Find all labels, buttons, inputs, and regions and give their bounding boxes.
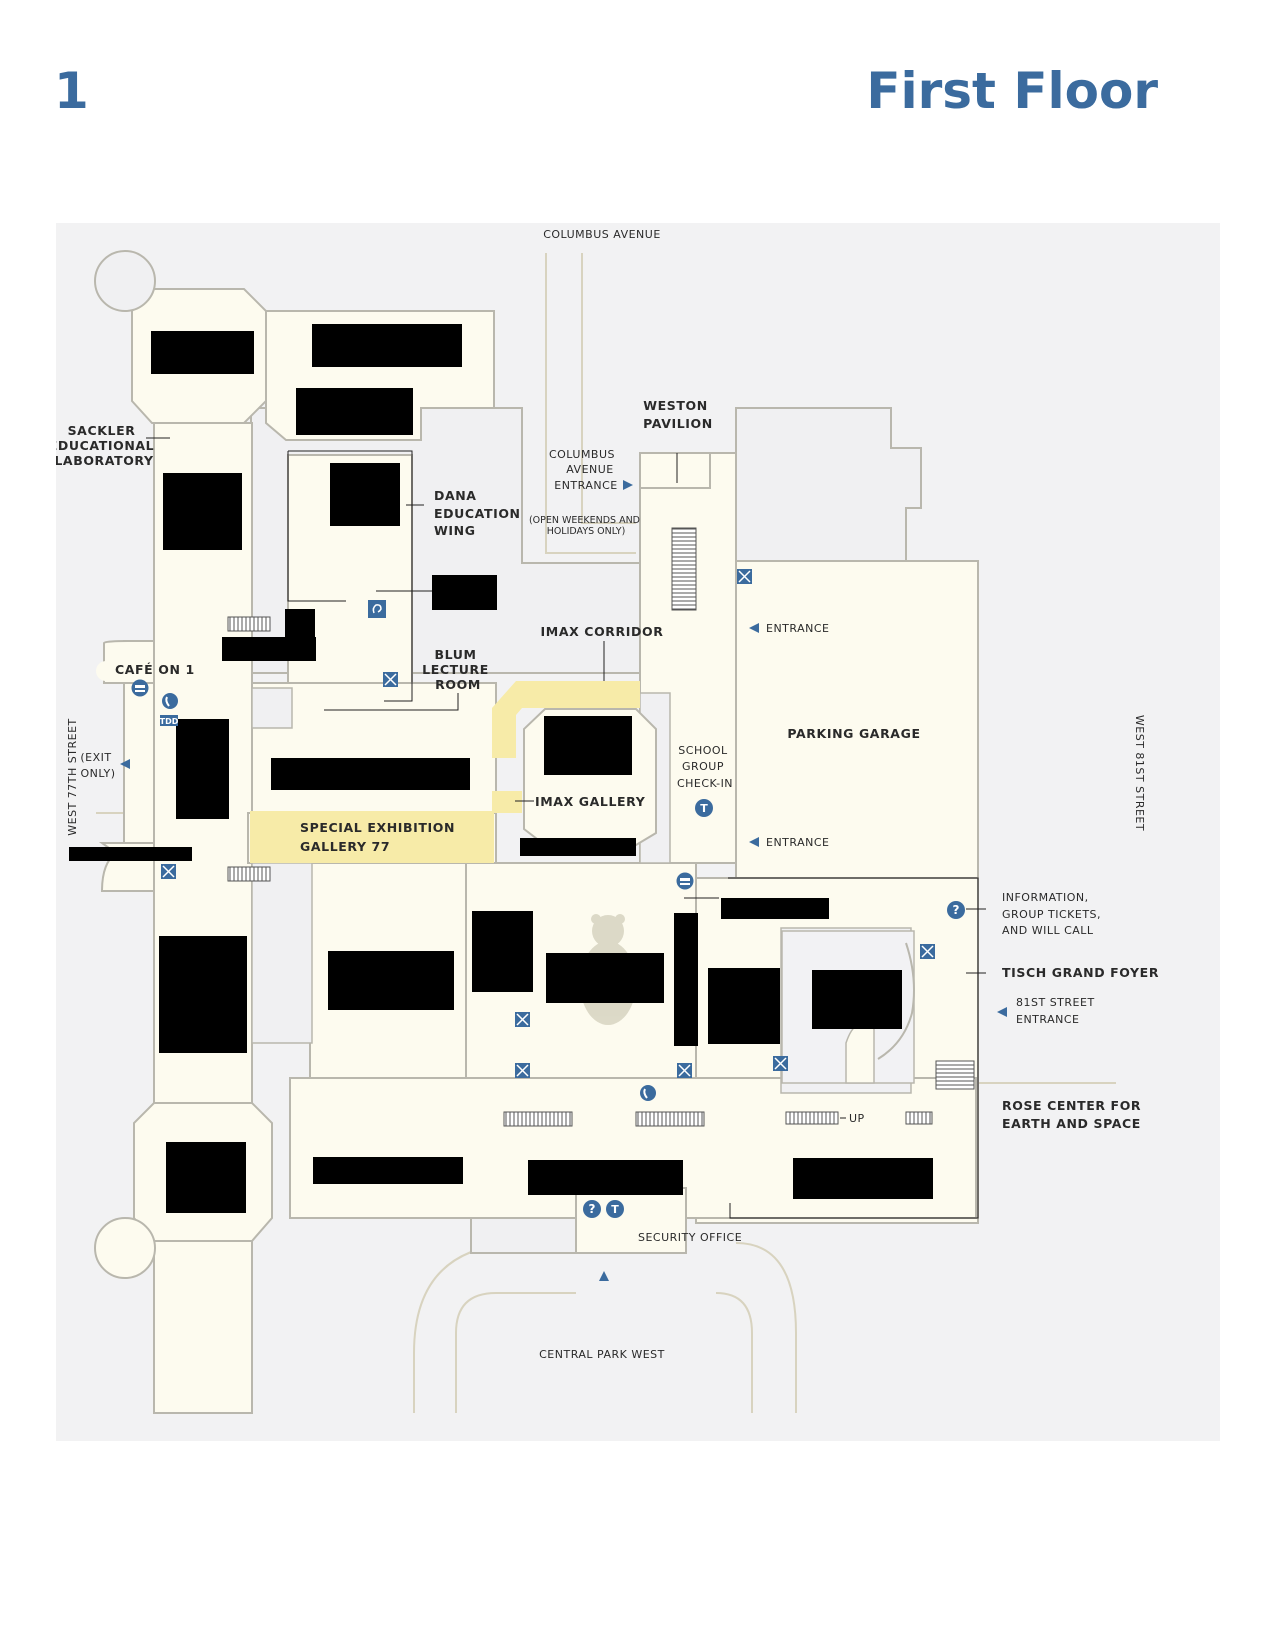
svg-text:TDD: TDD bbox=[160, 717, 179, 726]
label-tisch-grand-foyer: TISCH GRAND FOYER bbox=[1002, 965, 1159, 980]
svg-text:?: ? bbox=[589, 1202, 596, 1216]
tdd-icon: TDD bbox=[160, 715, 179, 726]
svg-text:T: T bbox=[611, 1203, 619, 1216]
arrow-entrance-1 bbox=[749, 623, 759, 633]
label-imax-gallery: IMAX GALLERY bbox=[535, 794, 646, 809]
entrance-arrows bbox=[120, 480, 1007, 1281]
street-central-park-west: CENTRAL PARK WEST bbox=[539, 1348, 665, 1361]
label-up: UP bbox=[849, 1112, 865, 1125]
svg-text:?: ? bbox=[953, 903, 960, 917]
stairs-south-1 bbox=[503, 1111, 573, 1127]
leader-lines bbox=[146, 437, 986, 1219]
label-information: INFORMATION, GROUP TICKETS, AND WILL CAL… bbox=[1002, 891, 1105, 937]
stairs-east bbox=[671, 527, 697, 611]
stairs-up bbox=[785, 1111, 839, 1125]
stairs-dana bbox=[227, 616, 271, 632]
arrow-central-park-west bbox=[599, 1271, 609, 1281]
nw-tower bbox=[94, 250, 156, 312]
label-dana-wing: DANA EDUCATION WING bbox=[434, 488, 526, 538]
assistive-listening-icon bbox=[368, 600, 386, 618]
label-blum-lecture-room: BLUM LECTURE ROOM bbox=[422, 647, 494, 692]
phone-icons bbox=[162, 693, 656, 1101]
arrow-exit-only bbox=[120, 759, 130, 769]
label-security-office: SECURITY OFFICE bbox=[638, 1231, 742, 1244]
imax-corridor-area bbox=[492, 681, 640, 758]
highlight-areas bbox=[250, 681, 640, 863]
label-open-weekends: (OPEN WEEKENDS AND HOLIDAYS ONLY) bbox=[529, 515, 643, 537]
map-canvas: TDD ? ? T T bbox=[56, 223, 1220, 1441]
sw-tower bbox=[94, 1217, 156, 1279]
label-sackler: SACKLER EDUCATIONAL LABORATORY bbox=[56, 423, 159, 468]
label-weston-pavilion: WESTON PAVILION bbox=[643, 398, 713, 431]
stairs-rose bbox=[905, 1111, 933, 1125]
label-entrance-1: ENTRANCE bbox=[766, 622, 829, 635]
map-labels: COLUMBUS AVENUE CENTRAL PARK WEST WEST 7… bbox=[56, 228, 1159, 1361]
label-entrance-2: ENTRANCE bbox=[766, 836, 829, 849]
label-81st-entrance: 81ST STREET ENTRANCE bbox=[1016, 996, 1099, 1026]
label-cafe-on-1: CAFÉ ON 1 bbox=[115, 662, 195, 677]
elevator-icons bbox=[161, 569, 935, 1078]
label-special-exhibition: SPECIAL EXHIBITION GALLERY 77 bbox=[300, 820, 460, 854]
special-exhibition-area bbox=[250, 811, 494, 863]
street-west-77th: WEST 77TH STREET bbox=[66, 718, 79, 835]
street-lines bbox=[96, 253, 1116, 1413]
arrow-entrance-2 bbox=[749, 837, 759, 847]
floor-map: TDD ? ? T T bbox=[56, 223, 1220, 1441]
label-columbus-entrance: COLUMBUS AVENUE ENTRANCE bbox=[549, 448, 619, 492]
cafe-icons bbox=[131, 679, 694, 890]
staircases bbox=[227, 527, 975, 1127]
stairs-foyer bbox=[935, 1060, 975, 1090]
transit-icons: T T bbox=[606, 799, 713, 1218]
page-title: First Floor bbox=[866, 62, 1158, 120]
floor-number: 1 bbox=[54, 62, 89, 120]
label-school-group-checkin: SCHOOL GROUP CHECK-IN bbox=[677, 744, 733, 790]
stairs-west bbox=[227, 866, 271, 882]
label-rose-center: ROSE CENTER FOR EARTH AND SPACE bbox=[1002, 1098, 1146, 1131]
redaction-blocks bbox=[69, 324, 933, 1213]
label-imax-corridor: IMAX CORRIDOR bbox=[541, 624, 664, 639]
street-columbus: COLUMBUS AVENUE bbox=[543, 228, 661, 241]
label-parking-garage: PARKING GARAGE bbox=[787, 726, 920, 741]
arrow-81st-entrance bbox=[997, 1007, 1007, 1017]
imax-gallery-link bbox=[492, 791, 522, 813]
label-exit-only: (EXIT ONLY) bbox=[80, 751, 115, 780]
stairs-south-2 bbox=[635, 1111, 705, 1127]
street-west-81st: WEST 81ST STREET bbox=[1133, 715, 1146, 831]
info-icons: ? ? bbox=[583, 901, 965, 1218]
svg-text:T: T bbox=[700, 802, 708, 815]
arrow-columbus-entrance bbox=[623, 480, 633, 490]
cafe-bump bbox=[96, 661, 116, 681]
